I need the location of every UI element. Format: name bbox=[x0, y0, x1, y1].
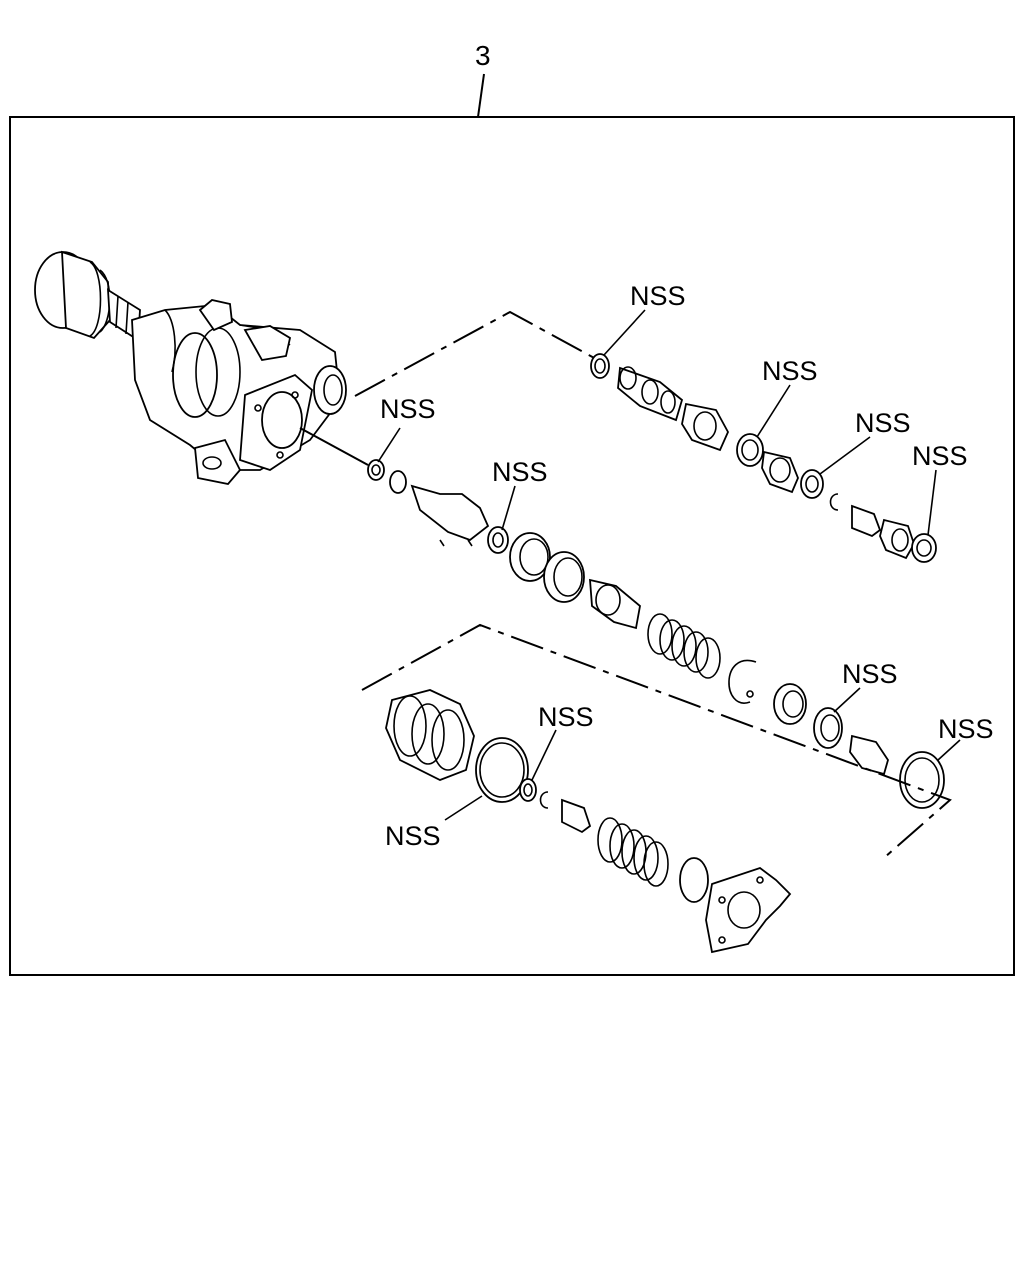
end-cover bbox=[705, 866, 792, 954]
upper-spool-row bbox=[590, 353, 937, 563]
callout-nss-lower-ring: NSS bbox=[385, 821, 441, 851]
spring-2 bbox=[597, 817, 669, 887]
reference-number: 3 bbox=[475, 40, 491, 71]
diagram-frame bbox=[9, 116, 1015, 976]
callout-nss-upper-washer: NSS bbox=[855, 408, 911, 438]
valve-housing bbox=[34, 250, 347, 485]
callout-nss-upper-oring: NSS bbox=[630, 281, 686, 311]
lower-spool-row bbox=[385, 689, 792, 954]
callout-nss-main-oring: NSS bbox=[380, 394, 436, 424]
main-spool-row bbox=[367, 459, 945, 809]
spring-1 bbox=[647, 613, 721, 679]
lower-assembly-bracket bbox=[361, 623, 952, 858]
callout-nss-main-end-ring: NSS bbox=[938, 714, 994, 744]
callout-nss-main-seal: NSS bbox=[842, 659, 898, 689]
upper-assembly-leader bbox=[354, 310, 599, 397]
callout-nss-lower-oring: NSS bbox=[538, 702, 594, 732]
callout-nss-upper-seal: NSS bbox=[762, 356, 818, 386]
callout-nss-main-washer: NSS bbox=[492, 457, 548, 487]
callout-leaders bbox=[377, 309, 961, 821]
reference-leader bbox=[477, 73, 485, 118]
callout-nss-upper-end-ring: NSS bbox=[912, 441, 968, 471]
main-axis-leader bbox=[299, 427, 369, 466]
